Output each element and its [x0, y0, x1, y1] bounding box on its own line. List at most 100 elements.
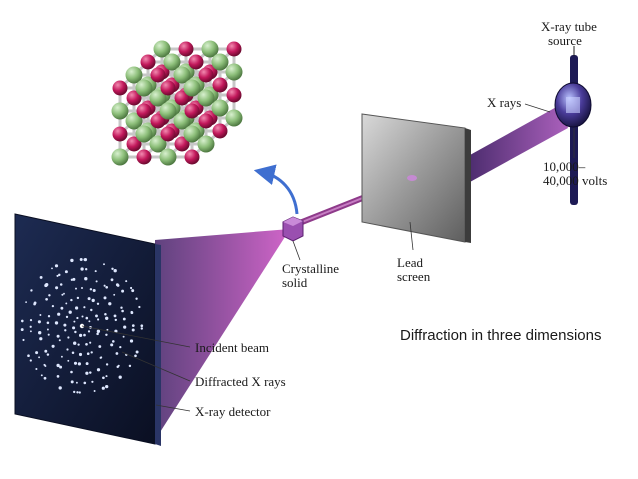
diffraction-spot: [97, 318, 100, 321]
diffraction-spot: [88, 320, 91, 323]
diffraction-spot: [38, 356, 41, 359]
lead-label-line2: screen: [397, 269, 431, 284]
atom-green: [173, 112, 191, 130]
diffraction-spot: [73, 361, 78, 365]
atom-red: [184, 149, 200, 165]
atom-green: [135, 125, 153, 143]
diffraction-spots: [20, 257, 144, 394]
diffraction-spot: [45, 297, 48, 301]
atom-green: [111, 102, 129, 120]
diffraction-spot: [30, 289, 33, 292]
diffraction-spot: [74, 330, 77, 334]
diffraction-spot: [83, 258, 86, 261]
diffraction-spot: [130, 286, 133, 290]
diffraction-spot: [131, 289, 135, 293]
diffraction-spot: [25, 301, 27, 303]
diffraction-spot: [39, 337, 43, 341]
diffraction-spot: [85, 371, 89, 375]
diffraction-spot: [81, 315, 84, 318]
diffraction-spot: [33, 301, 37, 305]
diagram-caption: Diffraction in three dimensions: [400, 327, 602, 344]
diffraction-spot: [119, 345, 122, 349]
atom-green: [135, 79, 153, 97]
diffraction-spot: [61, 293, 64, 296]
diffraction-spot: [72, 277, 76, 281]
atom-green: [197, 135, 215, 153]
diffraction-spot: [140, 327, 144, 330]
diffraction-spot: [29, 319, 33, 322]
diffraction-spot: [91, 298, 95, 303]
crystal-lattice: [111, 40, 243, 166]
diffraction-spot: [55, 286, 59, 290]
diffraction-spot: [75, 381, 78, 384]
diffraction-spot: [105, 333, 108, 337]
diffraction-spot: [110, 343, 114, 347]
diffraction-spot: [135, 350, 139, 354]
diffraction-spot: [37, 320, 41, 324]
atom-red: [178, 41, 194, 57]
atom-green: [201, 40, 219, 58]
atom-red: [160, 126, 176, 142]
diffraction-spot: [58, 273, 61, 277]
atom-red: [198, 113, 214, 129]
diffraction-spot: [110, 278, 114, 282]
atom-green: [125, 66, 143, 84]
diffraction-spot: [101, 386, 105, 390]
detector-label: X-ray detector: [195, 404, 271, 419]
diffraction-spot: [95, 280, 98, 283]
diffraction-spot: [80, 267, 84, 271]
diffraction-spot: [59, 283, 63, 286]
diffraction-spot: [78, 391, 81, 394]
diffraction-spot: [89, 371, 92, 374]
diffraction-spot: [84, 277, 88, 281]
diffraction-spot: [81, 287, 83, 289]
diffraction-spot: [113, 293, 116, 296]
atom-red: [212, 77, 228, 93]
diffraction-spot: [121, 289, 125, 293]
atom-green: [149, 135, 167, 153]
atom-red: [198, 67, 214, 83]
diffraction-spot: [90, 351, 93, 354]
diffraction-spot: [45, 282, 49, 287]
atom-red: [150, 67, 166, 83]
diffraction-spot: [85, 316, 89, 320]
diffraction-spot: [27, 354, 30, 358]
crystal-label-line1: Crystalline: [282, 261, 340, 276]
diffraction-spot: [87, 330, 91, 333]
diffraction-spot: [38, 331, 42, 335]
diffraction-spot: [87, 297, 91, 301]
diffraction-spot: [60, 355, 63, 358]
diffraction-spot: [140, 324, 144, 328]
xray-tube: [554, 46, 592, 205]
diffracted-label: Diffracted X rays: [195, 374, 286, 389]
diffraction-spot: [43, 376, 47, 380]
atom-green: [163, 53, 181, 71]
crystalline-solid: [282, 216, 304, 242]
diffraction-spot: [56, 274, 59, 277]
diffraction-spot: [120, 306, 123, 309]
diffraction-spot: [46, 353, 50, 356]
diffraction-spot: [134, 354, 137, 358]
atom-green: [211, 99, 229, 117]
diffraction-spot: [76, 316, 79, 320]
diffraction-spot: [98, 345, 102, 348]
diffraction-spot: [85, 268, 88, 271]
diffraction-spot: [70, 258, 74, 263]
diffraction-spot: [20, 328, 24, 332]
diffraction-spot: [118, 375, 122, 379]
diffraction-spot: [85, 362, 89, 366]
diffraction-spot: [64, 329, 67, 332]
atom-green: [173, 66, 191, 84]
diffraction-spot: [67, 336, 70, 339]
diffraction-spot: [79, 258, 83, 261]
diffraction-spot: [60, 306, 64, 310]
diffraction-spot: [71, 351, 75, 354]
diffraction-spot: [106, 328, 109, 331]
diffraction-spot: [70, 370, 73, 374]
diffraction-spot: [105, 384, 109, 389]
diffraction-spot: [58, 386, 62, 390]
diffracted-cone: [155, 229, 290, 440]
diffraction-spot: [135, 297, 138, 300]
atom-red: [112, 126, 128, 142]
